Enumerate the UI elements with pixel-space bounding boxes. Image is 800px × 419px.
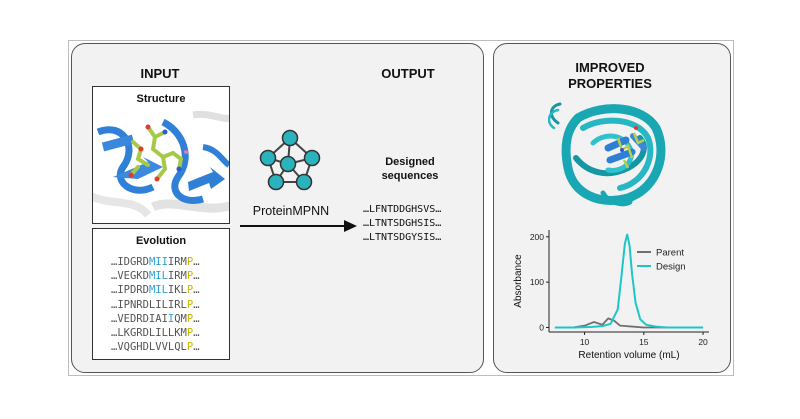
sequence-segment: … [193,270,200,283]
sequence-segment: IKL [167,284,187,297]
input-title: INPUT [140,66,180,81]
improved-title-line2: PROPERTIES [568,76,652,91]
sequence-segment: P [186,341,194,354]
evolution-sequence-2: …VEGKDMILIRMP… [111,269,200,283]
evolution-sequence-1: …IDGRDMIIIRMP… [111,255,200,269]
legend-label-design: Design [656,262,686,273]
sequence-segment: …IDGRD [111,256,149,268]
sequence-segment: … [193,327,200,340]
x-tick-label: 10 [580,337,590,347]
evolution-sequence-4: …IPNRDLILIRLP… [111,298,200,312]
sequence-segment: …LKGRDLILLKM [111,327,187,340]
designed-sequences-label: Designed sequences [370,155,450,183]
sequence-segment: P [186,270,194,283]
series-line-design [554,233,704,329]
designed-sequence-2: …LTNTSDGHSIS… [363,218,442,229]
sequence-segment: P [186,327,194,340]
output-title: OUTPUT [381,66,435,81]
y-axis-label: Absorbance [513,254,524,308]
y-tick-label: 200 [530,232,544,242]
improved-title-line1: IMPROVED [575,60,645,75]
designed-label-line2: sequences [381,170,439,182]
sequence-segment: I [167,312,175,325]
improved-properties-panel [493,43,731,373]
structure-label: Structure [136,93,186,105]
improved-properties-title: IMPROVED PROPERTIES [560,60,660,92]
structure-box: Structure [92,86,230,224]
evolution-sequence-list: …IDGRDMIIIRMP……VEGKDMILIRMP……IPDRDMILIKL… [111,255,200,354]
legend-label-parent: Parent [656,248,684,259]
sequence-segment: …VQGHDLVVLQL [111,341,187,354]
sequence-segment: … [193,284,200,297]
sequence-segment: P [186,256,194,268]
neural-network-icon [259,129,321,191]
arrow-right-icon [240,220,357,232]
evolution-box: Evolution …IDGRDMIIIRMP……VEGKDMILIRMP……I… [92,228,230,360]
protein-structure-image [93,110,229,218]
sequence-segment: IRM [167,270,187,283]
evolution-sequence-7: …VQGHDLVVLQLP… [111,340,200,354]
x-tick-label: 20 [698,337,708,347]
designed-label-line1: Designed [385,156,435,168]
sequence-segment: MII [148,256,168,268]
designed-sequence-1: …LFNTDDGHSVS… [363,204,442,215]
designed-sequence-3: …LTNTSDGYSIS… [363,232,442,243]
sequence-segment: …IPDRD [111,284,149,297]
proteinmpnn-label: ProteinMPNN [252,204,330,218]
sequence-segment: P [186,312,194,325]
y-tick-label: 100 [530,277,544,287]
sequence-segment: P [186,298,194,311]
sequence-segment: QM [174,312,187,325]
sequence-segment: … [193,298,200,311]
sequence-segment: MIL [148,270,168,283]
protein-ensemble-image [548,102,666,207]
sequence-segment: … [193,256,200,268]
sequence-segment: …IPNRDLILIRL [111,298,187,311]
evolution-label: Evolution [135,235,187,247]
evolution-sequence-3: …IPDRDMILIKLP… [111,283,200,297]
sequence-segment: … [193,341,200,354]
sequence-segment: …VEDRDIAI [111,312,168,325]
sequence-segment: … [193,312,200,325]
x-axis-label: Retention volume (mL) [578,350,679,361]
evolution-sequence-6: …LKGRDLILLKMP… [111,326,200,340]
evolution-sequence-5: …VEDRDIAIIQMP… [111,312,200,326]
sequence-segment: P [186,284,194,297]
y-tick-label: 0 [539,322,544,332]
series-line-parent [554,317,704,329]
x-tick-label: 15 [639,337,649,347]
sequence-segment: …VEGKD [111,270,149,283]
sequence-segment: IRM [167,256,187,268]
sequence-segment: MIL [148,284,168,297]
